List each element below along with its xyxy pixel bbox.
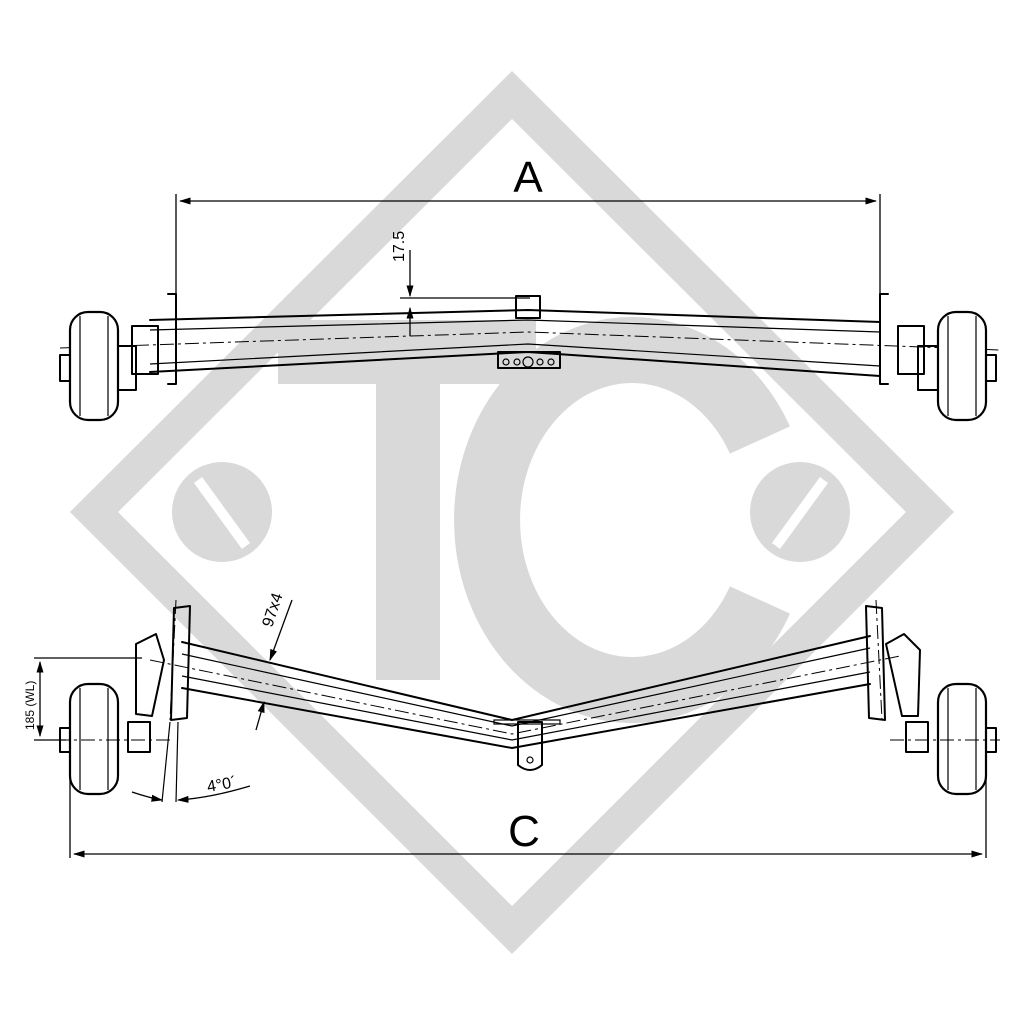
dimension-a-label: A: [513, 153, 543, 202]
top-center-bracket: [497, 295, 561, 369]
dimension-c: C: [69, 760, 987, 858]
height-label: 185 (WL): [23, 681, 37, 730]
tube-size-label: 97x4: [260, 591, 287, 629]
height-dimension: 185 (WL): [23, 657, 142, 741]
top-left-bracket: [167, 293, 177, 385]
bottom-right-plate: [865, 605, 886, 721]
dimension-a: A: [175, 153, 881, 310]
top-right-bracket: [879, 293, 889, 385]
top-left-wheel: [68, 310, 120, 422]
dimension-c-label: C: [508, 807, 540, 856]
bottom-view-axle: 97x4 185 (WL) 4°0´ C: [23, 591, 1000, 858]
top-view-axle: A 17.5: [59, 153, 1001, 422]
bottom-center-bracket: [493, 719, 561, 771]
top-right-wheel: [936, 310, 988, 422]
bottom-left-wheel: [68, 682, 120, 796]
angle-label: 4°0´: [206, 774, 238, 796]
bottom-right-wheel: [936, 682, 988, 796]
angle-dimension: 4°0´: [131, 721, 251, 803]
drop-dimension-label: 17.5: [391, 231, 408, 262]
tc-watermark-logo: [69, 70, 955, 955]
